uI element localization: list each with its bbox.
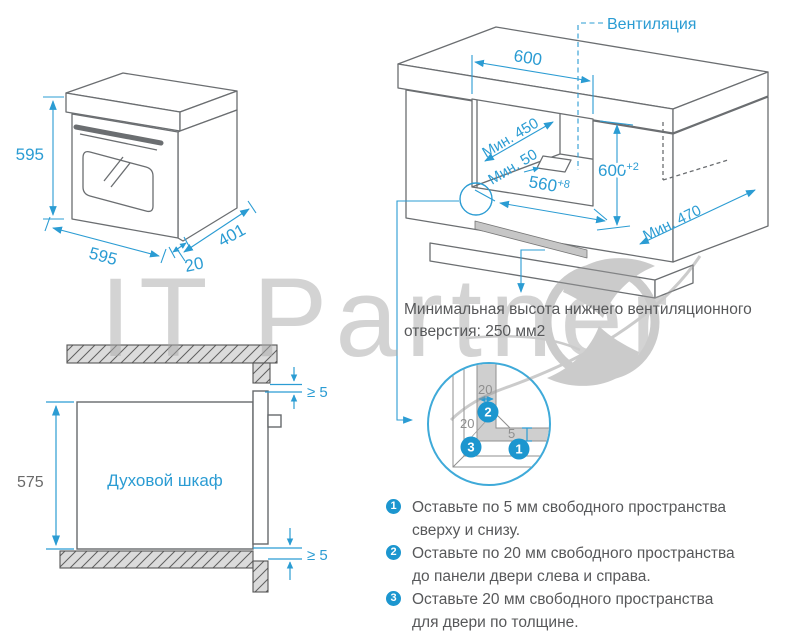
section-drawing: 575 Духовой шкаф ≥ 5 ≥ 5 bbox=[17, 344, 328, 593]
section-oven-door bbox=[252, 390, 269, 545]
instruction-item-2: 2 Оставьте по 20 мм свободного пространс… bbox=[386, 542, 791, 588]
oven-isometric-drawing bbox=[65, 72, 238, 242]
cabinet-dimension-lines bbox=[396, 22, 756, 424]
instruction-number-badge: 3 bbox=[386, 591, 401, 606]
section-bottom-front-strip bbox=[252, 560, 269, 593]
vent-note: Минимальная высота нижнего вентиляционно… bbox=[404, 299, 794, 343]
section-gap-top-label: ≥ 5 bbox=[307, 384, 328, 401]
instruction-line: Оставьте 20 мм свободного пространства bbox=[412, 591, 714, 608]
instruction-number-badge: 1 bbox=[386, 499, 401, 514]
detail-marker-2: 2 bbox=[477, 401, 499, 423]
section-oven-body bbox=[76, 401, 254, 550]
oven-depth-label: 401 bbox=[215, 220, 249, 250]
window-reflection-lines bbox=[103, 156, 131, 188]
instruction-line: для двери по толщине. bbox=[412, 614, 579, 631]
oven-body-side bbox=[177, 109, 238, 242]
niche-height-label: 600+2 bbox=[598, 161, 639, 180]
oven-door-window bbox=[82, 150, 154, 213]
svg-text:2: 2 bbox=[484, 405, 491, 420]
cabinet-plinth-side bbox=[654, 264, 694, 299]
section-top-front-strip bbox=[252, 362, 271, 384]
instruction-number-badge: 2 bbox=[386, 545, 401, 560]
detail-leader-line bbox=[396, 200, 459, 424]
oven-dimension-lines bbox=[43, 96, 257, 264]
countertop-side-edge bbox=[672, 71, 769, 134]
section-dimension-lines bbox=[46, 367, 302, 580]
detail-marker-1: 1 bbox=[508, 438, 530, 460]
installation-instructions: 1 Оставьте по 5 мм свободного пространст… bbox=[386, 496, 791, 634]
detail-bottom-gap-label: 5 bbox=[508, 426, 515, 441]
vent-slot-leader-line bbox=[517, 249, 545, 293]
instruction-line: Оставьте по 5 мм свободного пространства bbox=[412, 499, 727, 516]
ventilation-label: Вентиляция bbox=[607, 16, 696, 33]
oven-handle-bracket bbox=[79, 133, 158, 151]
niche-hidden-edges bbox=[662, 122, 729, 181]
niche-width-label: 560+8 bbox=[527, 172, 571, 198]
section-gap-bottom-label: ≥ 5 bbox=[307, 547, 328, 564]
svg-text:3: 3 bbox=[467, 440, 474, 455]
instruction-line: сверху и снизу. bbox=[412, 522, 521, 539]
instruction-text: Оставьте по 20 мм свободного пространств… bbox=[412, 542, 735, 588]
oven-handle bbox=[73, 124, 164, 146]
section-oven-handle bbox=[267, 414, 282, 428]
oven-door-gap-label: 20 bbox=[183, 253, 205, 276]
detail-marker-3: 3 bbox=[460, 436, 482, 458]
plinth-vent-slot bbox=[474, 220, 588, 259]
oven-height-label: 595 bbox=[16, 145, 44, 164]
instruction-item-1: 1 Оставьте по 5 мм свободного пространст… bbox=[386, 496, 791, 542]
section-top-shelf bbox=[66, 344, 278, 364]
instruction-line: до панели двери слева и справа. bbox=[412, 568, 651, 585]
niche-corner-detail-marker bbox=[459, 182, 493, 216]
instruction-line: Оставьте по 20 мм свободного пространств… bbox=[412, 545, 735, 562]
vent-note-line1: Минимальная высота нижнего вентиляционно… bbox=[404, 301, 752, 318]
instruction-item-3: 3 Оставьте 20 мм свободного пространства… bbox=[386, 588, 791, 634]
section-height-label: 575 bbox=[17, 474, 44, 491]
section-oven-label: Духовой шкаф bbox=[107, 471, 223, 490]
cabinet-top-width-label: 600 bbox=[512, 46, 543, 69]
detail-miter-joint bbox=[495, 413, 511, 429]
watermark: IT Partner bbox=[100, 255, 702, 422]
section-bottom-shelf bbox=[59, 550, 254, 569]
instruction-text: Оставьте 20 мм свободного пространства д… bbox=[412, 588, 713, 634]
vent-note-line2: отверстия: 250 мм2 bbox=[404, 323, 546, 340]
detail-side-gap-label: 20 bbox=[460, 416, 474, 431]
watermark-swirl-logo bbox=[449, 255, 702, 422]
instruction-text: Оставьте по 5 мм свободного пространства… bbox=[412, 496, 726, 542]
svg-text:1: 1 bbox=[515, 442, 522, 457]
